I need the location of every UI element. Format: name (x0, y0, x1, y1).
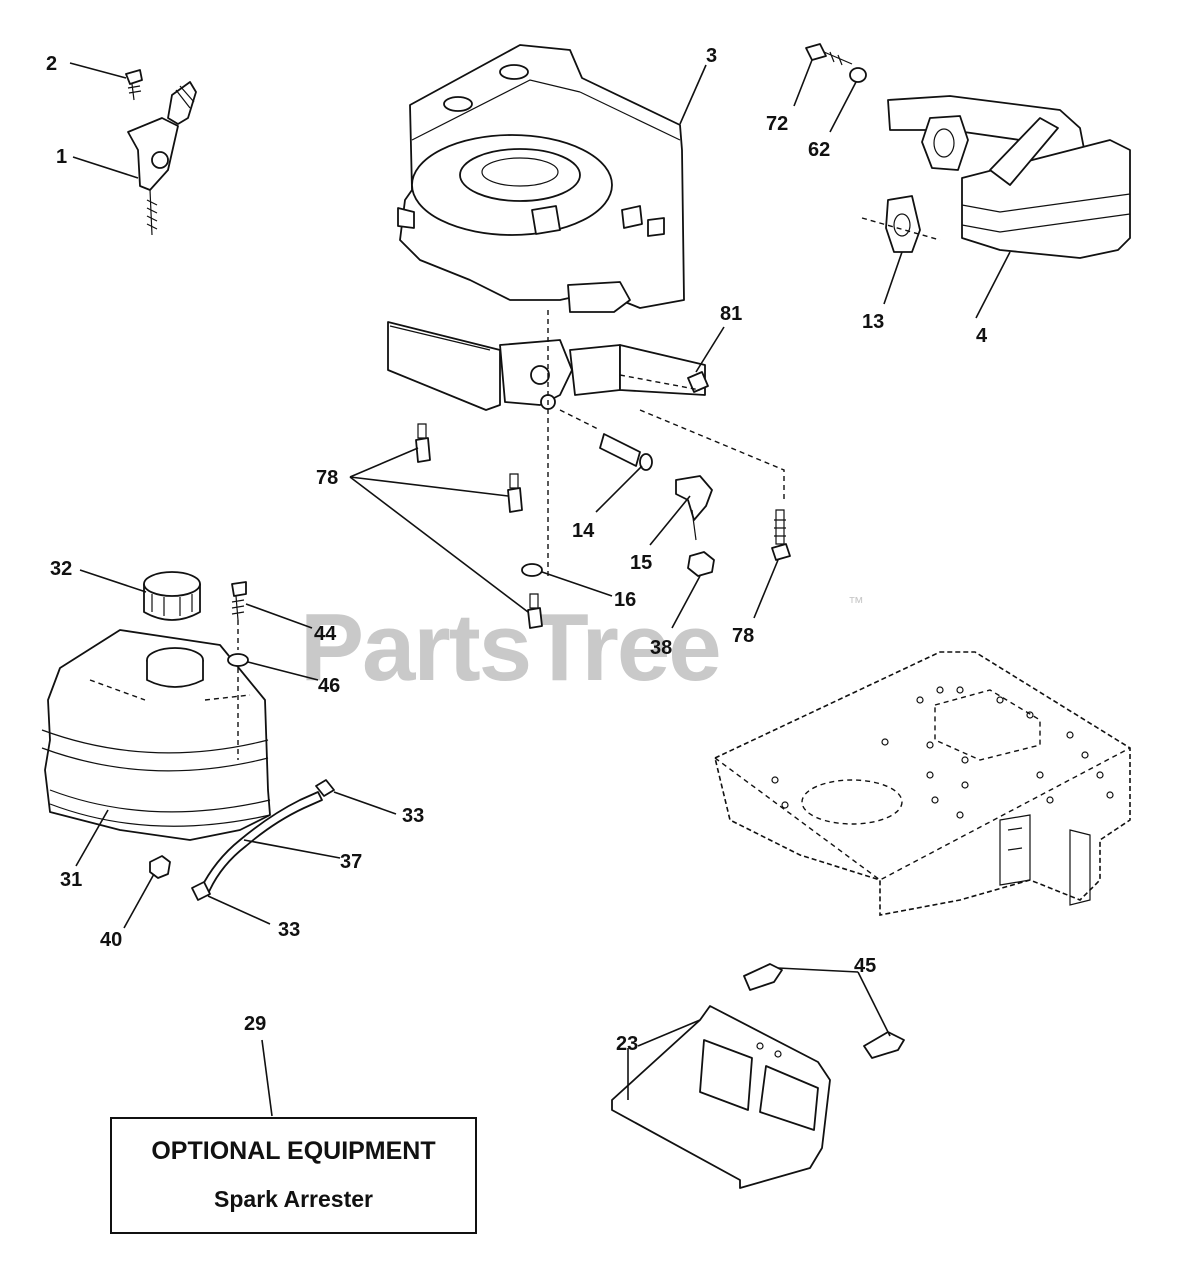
callout-37: 37 (340, 851, 362, 873)
callout-44: 44 (314, 623, 337, 645)
optional-equipment-title: OPTIONAL EQUIPMENT (151, 1137, 436, 1165)
tank-screw-part-44[interactable] (231, 581, 247, 621)
watermark-text: PartsTree (300, 594, 720, 701)
tank-washer-part-46[interactable] (227, 653, 249, 667)
hose-clamp-part-33a[interactable] (315, 779, 335, 797)
lock-washer-part[interactable] (849, 67, 867, 83)
screw-part-2[interactable] (125, 69, 143, 101)
shield-screw-part-45a[interactable] (743, 963, 783, 991)
fitting-part-81[interactable] (687, 371, 709, 393)
callout-72: 72 (766, 113, 788, 135)
callout-labels: 2 1 3 4 13 72 62 81 78 14 15 16 38 78 32… (46, 45, 988, 1055)
throttle-control-part[interactable] (127, 81, 197, 236)
washer-part-16[interactable] (521, 563, 543, 577)
spark-arrester-label: Spark Arrester (214, 1186, 373, 1212)
optional-equipment-box: OPTIONAL EQUIPMENT Spark Arrester (110, 1117, 477, 1234)
bolt-part-78b[interactable] (507, 473, 523, 513)
callout-33-lower: 33 (278, 919, 300, 941)
leader-lines (69, 59, 1011, 1117)
fuel-tank-part[interactable] (41, 629, 271, 841)
watermark-trademark: ™ (848, 595, 864, 612)
exhaust-gasket-part[interactable] (885, 195, 921, 253)
callout-78-right: 78 (732, 625, 754, 647)
callout-29: 29 (244, 1013, 266, 1035)
elbow-fitting-part[interactable] (675, 475, 713, 541)
callout-4: 4 (976, 325, 988, 347)
callout-33-upper: 33 (402, 805, 424, 827)
heat-shield-part[interactable] (611, 1005, 831, 1189)
callout-23: 23 (616, 1033, 638, 1055)
callout-13: 13 (862, 311, 884, 333)
fuel-cap-part[interactable] (143, 571, 201, 621)
hose-clamp-part-33b[interactable] (191, 881, 211, 901)
engine-frame (714, 651, 1131, 916)
fuel-line-part-37[interactable] (199, 791, 323, 895)
callout-40: 40 (100, 929, 122, 951)
callout-14: 14 (572, 520, 595, 542)
exhaust-bolt-part[interactable] (805, 43, 853, 66)
callout-15: 15 (630, 552, 652, 574)
engine-part[interactable] (387, 44, 706, 411)
callout-38: 38 (650, 637, 672, 659)
bolt-part-78d[interactable] (771, 509, 791, 561)
callout-81: 81 (720, 303, 742, 325)
callout-62: 62 (808, 139, 830, 161)
callout-78-left: 78 (316, 467, 338, 489)
callout-46: 46 (318, 675, 340, 697)
callout-16: 16 (614, 589, 636, 611)
callout-32: 32 (50, 558, 72, 580)
shield-screw-part-45b[interactable] (863, 1031, 905, 1059)
callout-45: 45 (854, 955, 876, 977)
bolt-part-78a[interactable] (415, 423, 431, 463)
callout-1: 1 (56, 146, 67, 168)
fuel-filter-part[interactable] (599, 433, 653, 471)
muffler-part[interactable] (961, 117, 1131, 259)
callout-2: 2 (46, 53, 57, 75)
bolt-part-78c[interactable] (527, 593, 543, 629)
nut-part-38[interactable] (687, 551, 715, 577)
callout-31: 31 (60, 869, 82, 891)
grommet-part-40[interactable] (149, 855, 171, 879)
callout-3: 3 (706, 45, 717, 67)
